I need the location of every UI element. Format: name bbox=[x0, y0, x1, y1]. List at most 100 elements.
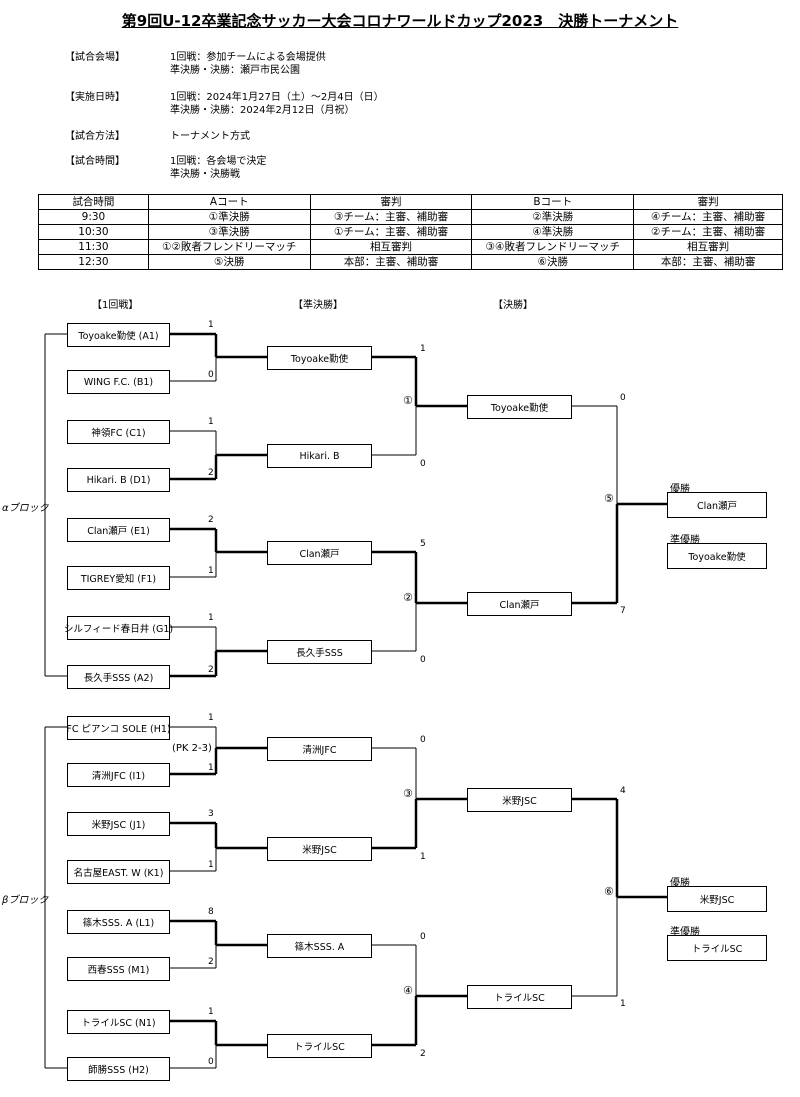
cell: ①準決勝 bbox=[147, 209, 311, 225]
round1-team-box: 神領FC (C1) bbox=[67, 420, 170, 444]
semifinal-score: 0 bbox=[420, 459, 426, 469]
game-number: ④ bbox=[403, 984, 413, 997]
round1-score: 1 bbox=[208, 320, 214, 330]
beta-block-label: βブロック bbox=[2, 895, 49, 906]
round1-team-box: 篠木SSS. A (L1) bbox=[67, 910, 170, 934]
method-label: 【試合方法】 bbox=[65, 131, 125, 142]
round1-score: 2 bbox=[208, 515, 214, 525]
venue-line-2: 準決勝・決勝：瀬戸市民公園 bbox=[170, 65, 300, 76]
round1-score: 1 bbox=[208, 417, 214, 427]
final-header: 【決勝】 bbox=[493, 300, 533, 311]
round1-score: 2 bbox=[208, 468, 214, 478]
round1-team-box: 清洲JFC (I1) bbox=[67, 763, 170, 787]
semifinal-team-box: 米野JSC bbox=[267, 837, 372, 861]
schedule-header-row: 試合時間 Aコート 審判 Bコート 審判 bbox=[38, 194, 783, 210]
round1-team-box: Toyoake勤使 (A1) bbox=[67, 323, 170, 347]
round1-score: 0 bbox=[208, 370, 214, 380]
game-number: ⑥ bbox=[604, 885, 614, 898]
final-team-box: Toyoake勤使 bbox=[467, 395, 572, 419]
venue-label: 【試合会場】 bbox=[65, 52, 125, 63]
round1-team-box: WING F.C. (B1) bbox=[67, 370, 170, 394]
winner-label: 優勝 bbox=[670, 484, 690, 495]
dates-line-2: 準決勝・決勝：2024年2月12日（月祝） bbox=[170, 105, 355, 116]
round1-team-box: 西春SSS (M1) bbox=[67, 957, 170, 981]
cell: 本部：主審、補助審 bbox=[633, 254, 783, 270]
semifinal-team-box: Toyoake勤使 bbox=[267, 346, 372, 370]
round1-score: 1 bbox=[208, 860, 214, 870]
cell: 12:30 bbox=[38, 254, 149, 270]
final-team-box: Clan瀬戸 bbox=[467, 592, 572, 616]
header-a-court: Aコート bbox=[147, 194, 311, 210]
schedule-table: 試合時間 Aコート 審判 Bコート 審判 9:30 ①準決勝 ③チーム：主審、補… bbox=[38, 194, 783, 270]
cell: 相互審判 bbox=[309, 239, 473, 255]
round1-team-box: 米野JSC (J1) bbox=[67, 812, 170, 836]
match-time-label: 【試合時間】 bbox=[65, 156, 125, 167]
cell: ①②敗者フレンドリーマッチ bbox=[147, 239, 311, 255]
final-score: 0 bbox=[620, 393, 626, 403]
game-number: ② bbox=[403, 591, 413, 604]
semifinal-header: 【準決勝】 bbox=[293, 300, 343, 311]
semifinal-team-box: 篠木SSS. A bbox=[267, 934, 372, 958]
round1-score: 1 bbox=[208, 613, 214, 623]
game-number: ⑤ bbox=[604, 492, 614, 505]
semifinal-score: 5 bbox=[420, 539, 426, 549]
round1-team-box: 名古屋EAST. W (K1) bbox=[67, 860, 170, 884]
dates-line-1: 1回戦：2024年1月27日（土）～2月4日（日） bbox=[170, 92, 384, 103]
round1-score: 1 bbox=[208, 566, 214, 576]
semifinal-score: 2 bbox=[420, 1049, 426, 1059]
round1-team-box: TIGREY愛知 (F1) bbox=[67, 566, 170, 590]
semifinal-score: 0 bbox=[420, 735, 426, 745]
winner-box: 米野JSC bbox=[667, 886, 767, 912]
method-line-1: トーナメント方式 bbox=[170, 131, 250, 142]
round1-score: 1 bbox=[208, 713, 214, 723]
match-time-line-2: 準決勝・決勝戦 bbox=[170, 169, 240, 180]
semifinal-team-box: Hikari. B bbox=[267, 444, 372, 468]
semifinal-score: 0 bbox=[420, 655, 426, 665]
round1-team-box: シルフィード春日井 (G1) bbox=[64, 616, 173, 640]
semifinal-team-box: トライルSC bbox=[267, 1034, 372, 1058]
alpha-block-label: αブロック bbox=[2, 503, 49, 514]
final-score: 1 bbox=[620, 999, 626, 1009]
match-time-line-1: 1回戦：各会場で決定 bbox=[170, 156, 267, 167]
final-team-box: トライルSC bbox=[467, 985, 572, 1009]
cell: ①チーム：主審、補助審 bbox=[309, 224, 473, 240]
runner-up-box: トライルSC bbox=[667, 935, 767, 961]
round1-score: 1 bbox=[208, 763, 214, 773]
final-team-box: 米野JSC bbox=[467, 788, 572, 812]
semifinal-team-box: 長久手SSS bbox=[267, 640, 372, 664]
cell: 本部：主審、補助審 bbox=[309, 254, 473, 270]
venue-line-1: 1回戦：参加チームによる会場提供 bbox=[170, 52, 326, 63]
round1-team-box: 師勝SSS (H2) bbox=[67, 1057, 170, 1081]
runner-up-box: Toyoake勤使 bbox=[667, 543, 767, 569]
game-number: ① bbox=[403, 394, 413, 407]
final-score: 7 bbox=[620, 606, 626, 616]
winner-box: Clan瀬戸 bbox=[667, 492, 767, 518]
semifinal-score: 1 bbox=[420, 344, 426, 354]
round1-score: 2 bbox=[208, 665, 214, 675]
round1-team-box: トライルSC (N1) bbox=[67, 1010, 170, 1034]
runner-up-label: 準優勝 bbox=[670, 927, 700, 938]
round1-score: 0 bbox=[208, 1057, 214, 1067]
cell: ⑥決勝 bbox=[471, 254, 635, 270]
semifinal-score: 0 bbox=[420, 932, 426, 942]
round1-header: 【1回戦】 bbox=[92, 300, 139, 311]
dates-label: 【実施日時】 bbox=[65, 92, 125, 103]
cell: 10:30 bbox=[38, 224, 149, 240]
pk-note: (PK 2-3) bbox=[172, 743, 212, 754]
round1-score: 1 bbox=[208, 1007, 214, 1017]
schedule-row: 12:30 ⑤決勝 本部：主審、補助審 ⑥決勝 本部：主審、補助審 bbox=[38, 254, 783, 270]
runner-up-label: 準優勝 bbox=[670, 535, 700, 546]
cell: ②チーム：主審、補助審 bbox=[633, 224, 783, 240]
round1-team-box: Hikari. B (D1) bbox=[67, 468, 170, 492]
game-number: ③ bbox=[403, 787, 413, 800]
winner-label: 優勝 bbox=[670, 878, 690, 889]
cell: ⑤決勝 bbox=[147, 254, 311, 270]
cell: ③④敗者フレンドリーマッチ bbox=[471, 239, 635, 255]
schedule-row: 10:30 ③準決勝 ①チーム：主審、補助審 ④準決勝 ②チーム：主審、補助審 bbox=[38, 224, 783, 240]
semifinal-score: 1 bbox=[420, 852, 426, 862]
round1-team-box: Clan瀬戸 (E1) bbox=[67, 518, 170, 542]
final-score: 4 bbox=[620, 786, 626, 796]
cell: 11:30 bbox=[38, 239, 149, 255]
round1-score: 8 bbox=[208, 907, 214, 917]
